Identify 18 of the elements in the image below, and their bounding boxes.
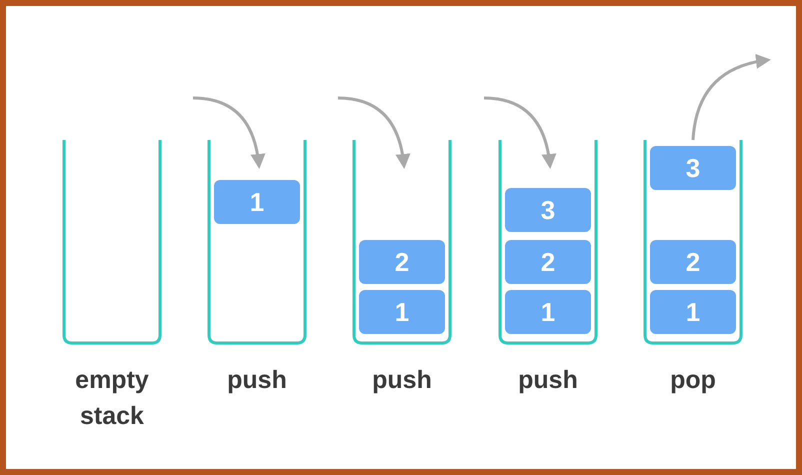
stack-caption: pop xyxy=(669,365,717,396)
stack-item: 1 xyxy=(505,290,591,334)
stack-item: 1 xyxy=(650,290,736,334)
stack-caption: empty stack xyxy=(74,365,150,432)
stack-caption: push xyxy=(371,365,433,396)
arrow xyxy=(338,96,410,169)
stack-item: 3 xyxy=(505,188,591,232)
stack-item: 2 xyxy=(505,240,591,284)
stack-item: 2 xyxy=(359,240,445,284)
stack-caption: push xyxy=(226,365,288,396)
stack-item: 1 xyxy=(214,180,300,224)
arrow xyxy=(192,96,265,169)
stack-item: 2 xyxy=(650,240,736,284)
arrow xyxy=(692,54,771,140)
stack-caption: push xyxy=(517,365,579,396)
stack-item: 1 xyxy=(359,290,445,334)
arrow xyxy=(484,96,556,169)
stack-item: 3 xyxy=(650,146,736,190)
